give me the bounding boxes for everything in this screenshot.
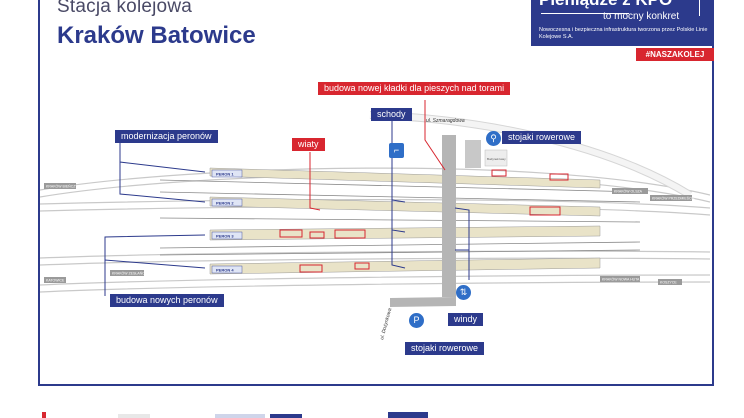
callout-stairs: schody [371,108,412,121]
hashtag-badge: #NASZAKOLEJ [636,48,714,61]
kpo-banner: Pieniądze z KPO to mocny konkret Nowocze… [531,0,713,46]
bicycle-icon: ⚲ [486,131,501,146]
callout-shelters: wiaty [292,138,325,151]
page-title: Kraków Batowice [57,22,256,49]
building-label: Budynek kasy [487,157,506,161]
track-sign-left-2: KRAKÓW ZESŁAŃCÓW [112,271,151,276]
track-sign-left-3: KATOWICE [46,279,65,283]
track-sign-left-1: KRAKÓW BIEŃCZYCE [46,184,83,189]
callout-platform-modernization: modernizacja peronów [115,130,218,143]
track-sign-right-3: KRAKÓW NOWA HUTA [602,277,640,282]
shelters [279,169,569,273]
page-subtitle: Stacja kolejowa [57,0,193,17]
ticket-building [484,149,508,167]
platforms [209,167,601,275]
callout-bike-racks-top: stojaki rowerowe [502,131,582,144]
kpo-tagline: to mocny konkret [603,11,680,22]
street-szmaragdowa: ul. Szmaragdowa [426,118,465,124]
track-sign-right-4: KOSZYCE [660,281,677,285]
parking-bike-icon: P [409,313,424,328]
platform-1-tag: PERON 1 [216,172,234,177]
elevator-icon: ⇅ [456,285,471,300]
kpo-divider-vertical [699,0,700,16]
kpo-note: Nowoczesna i bezpieczna infrastruktura t… [539,27,708,40]
callout-footbridge: budowa nowej kładki dla pieszych nad tor… [318,82,511,95]
track-sign-right-2: KRAKÓW PRZEDMIEŚCIE [652,196,695,201]
kpo-headline: Pieniądze z KPO [539,0,672,10]
platform-4-tag: PERON 4 [216,268,234,273]
track-sign-right-1: KRAKÓW OLSZA [614,189,643,194]
callout-new-platforms: budowa nowych peronów [110,294,224,307]
platform-2-tag: PERON 2 [216,201,234,206]
street-bottom: ul. Dożynkowa [379,307,393,340]
callout-bike-racks-bottom: stojaki rowerowe [405,342,485,355]
platform-3-tag: PERON 3 [216,234,234,239]
poster-frame [38,0,714,386]
stairs-icon: ⌐ [389,143,404,158]
kpo-divider [541,13,629,14]
footbridge [442,135,456,297]
callout-elevators: windy [448,313,484,326]
footer-logos [0,400,744,418]
